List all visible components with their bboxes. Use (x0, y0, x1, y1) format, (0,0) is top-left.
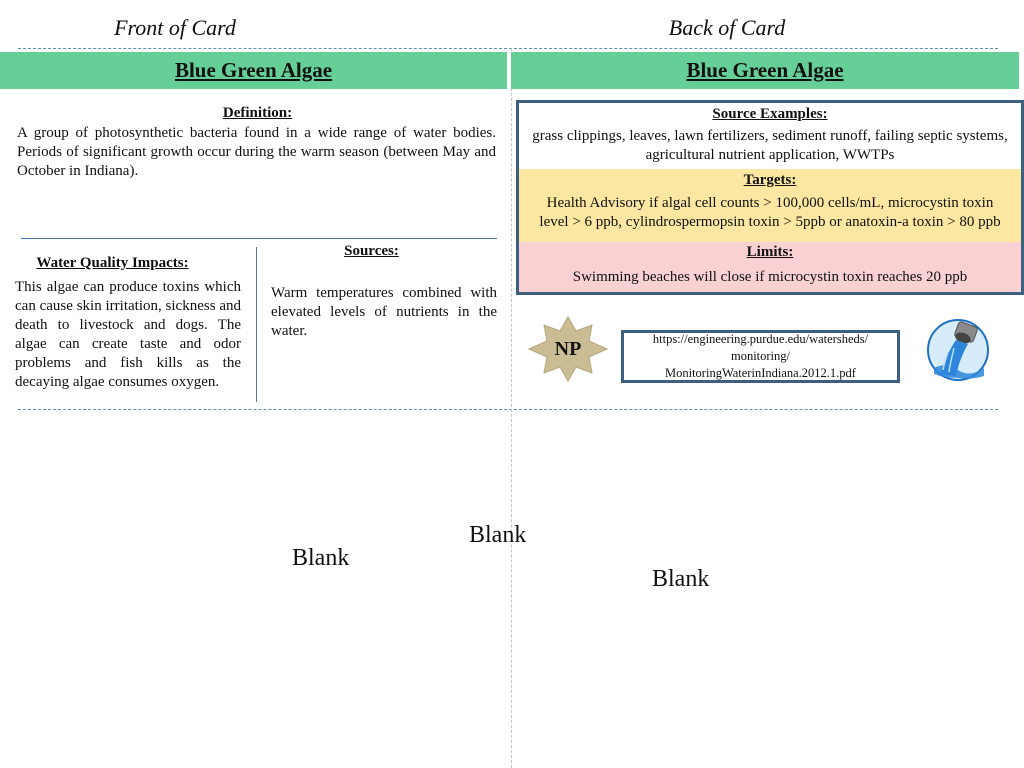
center-fold-line (511, 48, 512, 768)
front-side-title: Front of Card (114, 15, 236, 40)
blank-card-center-label: Blank (469, 522, 527, 548)
reference-url-box[interactable]: https://engineering.purdue.edu/watershed… (621, 330, 900, 383)
np-badge: NP (527, 316, 609, 382)
limits-section: Limits: Swimming beaches will close if m… (519, 242, 1021, 292)
targets-text: Health Advisory if algal cell counts > 1… (539, 195, 1001, 230)
blank-card-back-label: Blank (652, 566, 710, 592)
front-title: Blue Green Algae (174, 58, 333, 82)
url-line: MonitoringWaterinIndiana.2012.1.pdf (665, 366, 856, 380)
back-title: Blue Green Algae (686, 58, 844, 82)
water-pipe-outflow-icon (927, 319, 989, 381)
source-examples-section: Source Examples: grass clippings, leaves… (519, 103, 1021, 169)
top-cut-line (18, 48, 998, 49)
source-examples-text: grass clippings, leaves, lawn fertilizer… (532, 128, 1008, 163)
limits-text: Swimming beaches will close if microcyst… (572, 269, 968, 285)
back-info-box: Source Examples: grass clippings, leaves… (516, 100, 1024, 295)
front-title-banner: Blue Green Algae (0, 52, 507, 89)
definition-header: Definition: (222, 105, 293, 121)
badge-label: NP (554, 338, 582, 360)
impacts-text: This algae can produce toxins which can … (15, 279, 241, 390)
definition-text: A group of photosynthetic bacteria found… (17, 125, 496, 179)
back-side-title: Back of Card (668, 15, 786, 40)
sources-text: Warm temperatures combined with elevated… (271, 285, 497, 339)
url-line: https://engineering.purdue.edu/watershed… (652, 332, 869, 346)
middle-cut-line (18, 409, 998, 410)
blank-card-front-label: Blank (292, 545, 350, 571)
targets-header: Targets: (743, 172, 797, 188)
reference-url[interactable]: https://engineering.purdue.edu/watershed… (653, 331, 868, 382)
targets-section: Targets: Health Advisory if algal cell c… (519, 169, 1021, 242)
back-title-banner: Blue Green Algae (511, 52, 1019, 89)
source-examples-header: Source Examples: (712, 106, 828, 122)
impacts-header: Water Quality Impacts: (36, 255, 189, 271)
url-line: monitoring/ (730, 349, 790, 363)
star-badge-icon (527, 316, 609, 382)
front-section-divider (21, 238, 497, 239)
front-column-divider (256, 247, 257, 402)
limits-header: Limits: (746, 244, 794, 260)
sources-header: Sources: (344, 243, 399, 259)
